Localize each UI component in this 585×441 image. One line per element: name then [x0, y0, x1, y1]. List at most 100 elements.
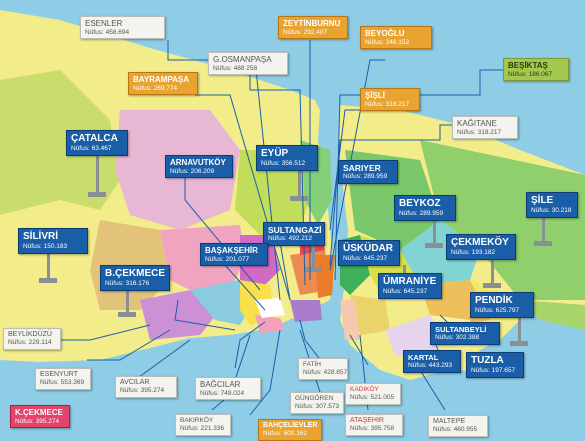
district-name: SİLİVRİ	[23, 231, 59, 242]
district-name: BAHÇELİEVLER	[263, 422, 318, 429]
district-name: BEYKOZ	[399, 198, 441, 209]
population: Nüfus: 289.959	[343, 173, 388, 181]
population: Nüfus: 600.162	[263, 430, 308, 438]
population: Nüfus: 302.388	[435, 334, 480, 341]
district-name: ESENYURT	[40, 371, 78, 378]
population: Nüfus: 289.959	[399, 210, 444, 217]
population: Nüfus: 625.797	[475, 307, 520, 314]
district-name: ARNAVUTKÖY	[170, 158, 226, 167]
population: Nüfus: 645.237	[383, 288, 428, 295]
district-sile	[420, 140, 585, 300]
district-name: K.ÇEKMECE	[15, 408, 64, 417]
population: Nüfus: 150.183	[23, 243, 68, 250]
population: Nüfus: 749.024	[200, 389, 245, 397]
district-name: ÇEKMEKÖY	[451, 237, 509, 248]
district-name: TUZLA	[471, 355, 504, 366]
population: Nüfus: 201.077	[205, 255, 250, 263]
population: Nüfus: 395.758	[350, 425, 395, 433]
district-name: EYÜP	[261, 148, 289, 159]
district-name: G.OSMANPAŞA	[213, 55, 272, 64]
district-kcekmece	[190, 280, 255, 325]
population: Nüfus: 521.005	[350, 393, 395, 401]
population: Nüfus: 492.212	[268, 235, 313, 243]
district-name: BAYRAMPAŞA	[133, 75, 190, 84]
district-name: KARTAL	[408, 353, 439, 362]
district-name: BAŞAKŞEHİR	[205, 246, 258, 255]
population: Nüfus: 246.152	[365, 38, 410, 46]
population: Nüfus: 186.067	[508, 70, 553, 78]
population: Nüfus: 193.182	[451, 249, 496, 256]
district-name: ESENLER	[85, 19, 123, 28]
population: Nüfus: 428.857	[303, 368, 348, 376]
district-tuzla	[520, 300, 585, 330]
population: Nüfus: 307.573	[295, 402, 340, 410]
population: Nüfus: 460.955	[433, 426, 478, 434]
district-bakirkoy	[255, 315, 285, 333]
district-name: ŞİŞLİ	[365, 91, 386, 100]
district-name: SULTANBEYLİ	[435, 325, 487, 334]
district-name: MALTEPE	[433, 418, 466, 425]
district-white-center	[255, 298, 285, 318]
district-name: AVCILAR	[120, 379, 150, 386]
district-silivri	[0, 200, 110, 310]
district-name: KAĞITANE	[457, 119, 497, 128]
district-kagithane	[315, 255, 335, 298]
district-name: BEYOĞLU	[365, 29, 405, 38]
population: Nüfus: 292.407	[283, 28, 328, 36]
district-name: PENDİK	[475, 295, 513, 306]
district-name: ATAŞEHİR	[350, 417, 384, 424]
district-name: SARIYER	[343, 163, 381, 173]
district-name: ÇATALCA	[71, 133, 118, 144]
district-catalca	[0, 70, 120, 215]
population: Nüfus: 221.336	[180, 424, 225, 432]
district-name: SULTANGAZİ	[268, 225, 322, 235]
population: Nüfus: 553.369	[40, 379, 85, 387]
population: Nüfus: 395.274	[15, 417, 60, 425]
population: Nüfus: 30.218	[531, 207, 572, 214]
population: Nüfus: 645.237	[343, 255, 388, 262]
population: Nüfus: 356.512	[261, 160, 306, 167]
population: Nüfus: 443.293	[408, 362, 453, 369]
population: Nüfus: 229.114	[8, 339, 52, 347]
district-kadikoy	[340, 300, 360, 340]
district-name: KADIKÖY	[350, 386, 379, 393]
population: Nüfus: 488 258	[213, 64, 258, 72]
district-name: BEYLİKDÜZÜ	[8, 331, 52, 338]
leader-lines	[55, 40, 503, 416]
district-name: ÜSKÜDAR	[343, 243, 393, 254]
population: Nüfus: 269.774	[133, 84, 178, 92]
district-name: GÜNGÖREN	[295, 395, 334, 402]
population: Nüfus: 458.694	[85, 28, 130, 36]
district-name: B.ÇEKMECE	[105, 268, 166, 279]
